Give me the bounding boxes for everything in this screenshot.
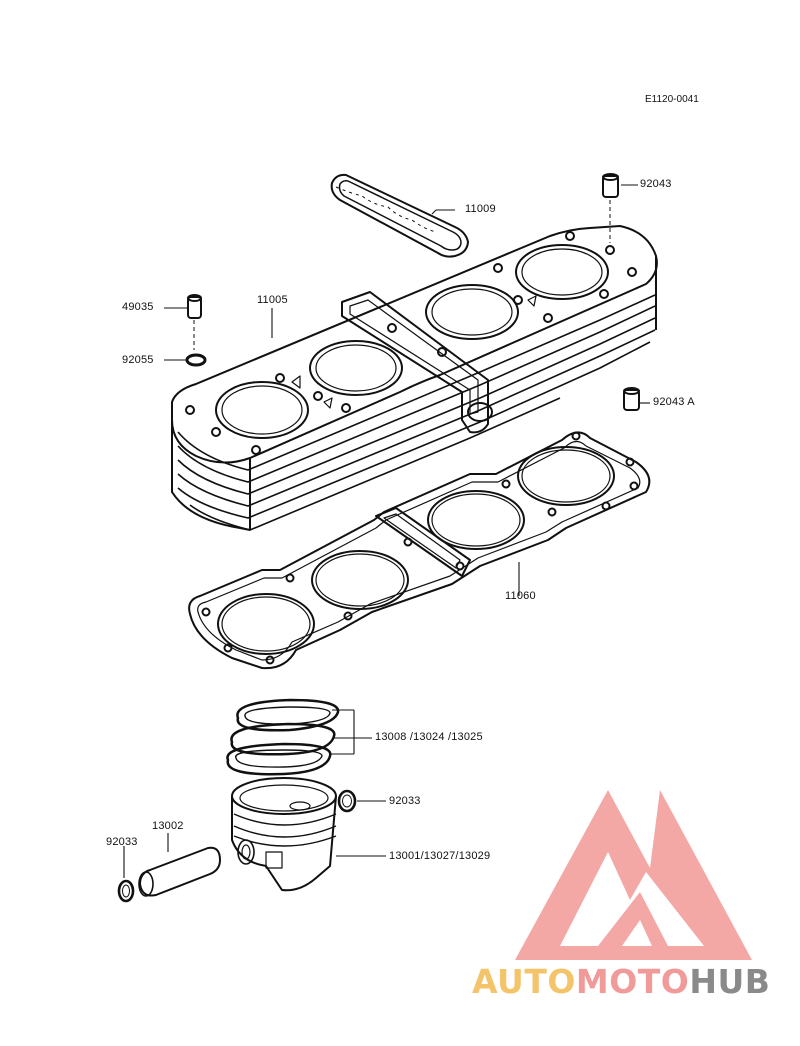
watermark-part-moto: MOTO [575, 962, 690, 1001]
part-label-13008: 13008 /13024 /13025 [375, 731, 483, 743]
cylinder-block-11005 [171, 225, 658, 531]
o-ring-92055 [185, 353, 207, 367]
part-label-11060: 11060 [505, 590, 536, 602]
part-label-92033-left: 92033 [106, 836, 138, 848]
leader-lines [123, 184, 650, 878]
watermark-logo-icon [515, 790, 752, 960]
part-label-11009: 11009 [465, 203, 496, 215]
part-label-92033-right: 92033 [389, 795, 421, 807]
part-label-92043a: 92043 A [653, 396, 695, 408]
part-label-13002: 13002 [152, 820, 184, 832]
piston-rings-13008 [226, 698, 340, 776]
piston-pin-13002 [138, 846, 221, 897]
pin-49035 [187, 294, 202, 350]
part-label-92055: 92055 [122, 354, 154, 366]
part-label-49035: 49035 [122, 301, 154, 313]
head-cover-gasket-11009 [330, 173, 469, 258]
watermark-brand-text: AUTOMOTOHUB [472, 962, 770, 1001]
piston-13001 [231, 777, 337, 892]
watermark-part-auto: AUTO [472, 962, 576, 1001]
diagram-code: E1120-0041 [645, 94, 699, 105]
part-label-11005: 11005 [257, 294, 288, 306]
dowel-pin-92043 [602, 173, 619, 243]
watermark-part-hub: HUB [689, 962, 771, 1001]
circlip-92033-left [117, 879, 135, 903]
part-label-13001: 13001/13027/13029 [389, 850, 491, 862]
circlip-92033-right [337, 789, 357, 813]
base-gasket-11060 [188, 431, 651, 670]
part-label-92043: 92043 [640, 178, 672, 190]
dowel-92043a [623, 387, 640, 411]
